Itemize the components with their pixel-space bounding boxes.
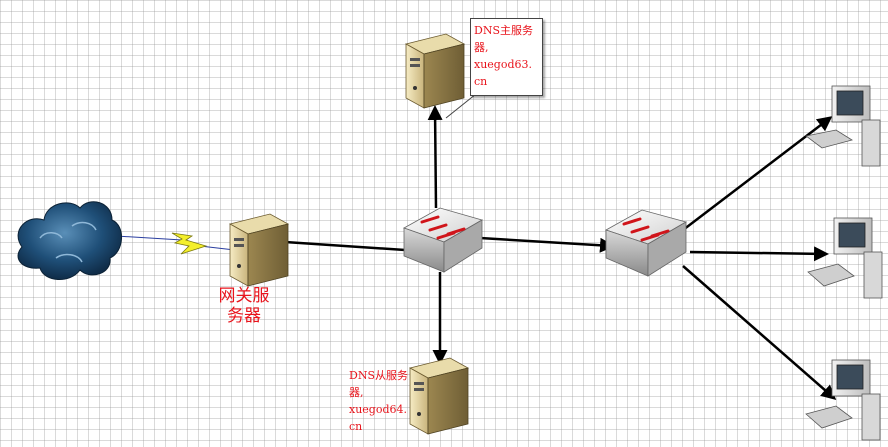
dns-master-label: DNS主服务 器, xuegod63. cn	[474, 24, 533, 88]
lightning-icon	[171, 232, 208, 255]
dns-master-server-icon	[404, 33, 466, 109]
link-switch-dns-master	[427, 105, 443, 209]
client-computer-2-icon	[807, 217, 883, 299]
link-gateway-switch	[284, 240, 423, 258]
callout-pointer	[445, 93, 477, 119]
dns-slave-server-icon	[408, 357, 470, 435]
access-switch-icon	[605, 209, 688, 277]
link-switch-client-2	[689, 246, 829, 262]
gateway-label: 网关服 务器	[218, 286, 270, 326]
core-switch-icon	[403, 207, 484, 273]
link-switch-client-3	[682, 265, 837, 400]
links	[284, 105, 837, 400]
client-computer-1-icon	[805, 85, 881, 167]
cloud-icon	[17, 201, 122, 280]
gateway-server-icon	[228, 213, 290, 287]
link-switch-client-1	[682, 116, 833, 231]
dns-master-callout	[470, 18, 543, 96]
wan-link	[115, 232, 253, 255]
link-switch-switch	[479, 236, 615, 253]
client-computer-3-icon	[805, 359, 881, 441]
dns-slave-label: DNS从服务 器, xuegod64. cn	[349, 369, 408, 433]
